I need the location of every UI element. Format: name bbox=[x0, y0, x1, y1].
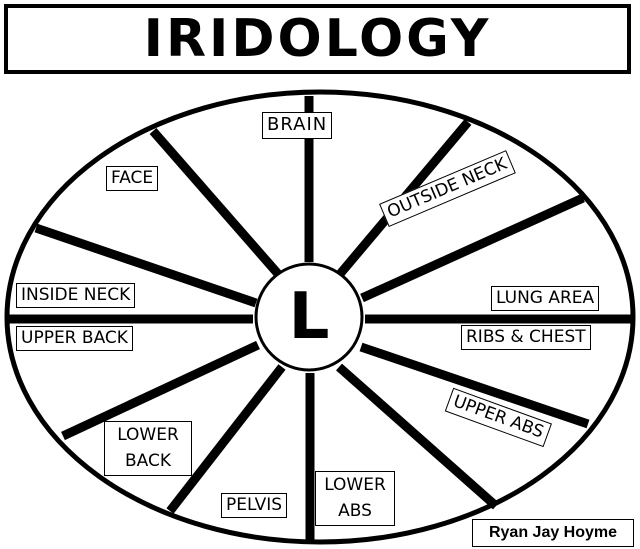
page-title: IRIDOLOGY bbox=[143, 9, 492, 69]
spoke bbox=[166, 364, 286, 514]
label-pelvis: PELVIS bbox=[221, 493, 288, 519]
spoke bbox=[336, 363, 499, 510]
label-lower-abs-line2: ABS bbox=[338, 500, 372, 521]
spoke bbox=[149, 128, 283, 278]
label-lower-back: LOWER BACK bbox=[104, 421, 192, 476]
spoke bbox=[359, 342, 590, 429]
label-lung-area: LUNG AREA bbox=[491, 286, 600, 312]
spoke bbox=[61, 340, 260, 441]
center-letter: L bbox=[288, 280, 330, 354]
pupil-circle bbox=[254, 262, 364, 372]
label-lower-back-line2: BACK bbox=[124, 450, 171, 471]
spoke bbox=[34, 223, 258, 308]
author-credit: Ryan Jay Hoyme bbox=[472, 519, 634, 547]
label-face: FACE bbox=[106, 166, 159, 192]
label-brain: BRAIN bbox=[262, 112, 333, 139]
spoke bbox=[360, 193, 585, 303]
label-upper-back: UPPER BACK bbox=[16, 326, 133, 352]
label-inside-neck: INSIDE NECK bbox=[16, 283, 136, 309]
label-lower-back-line1: LOWER bbox=[117, 425, 179, 445]
title-banner: IRIDOLOGY bbox=[4, 4, 631, 74]
label-lower-abs: LOWER ABS bbox=[315, 471, 395, 526]
label-lower-abs-line1: LOWER bbox=[324, 475, 386, 495]
label-ribs-chest: RIBS & CHEST bbox=[461, 325, 591, 351]
